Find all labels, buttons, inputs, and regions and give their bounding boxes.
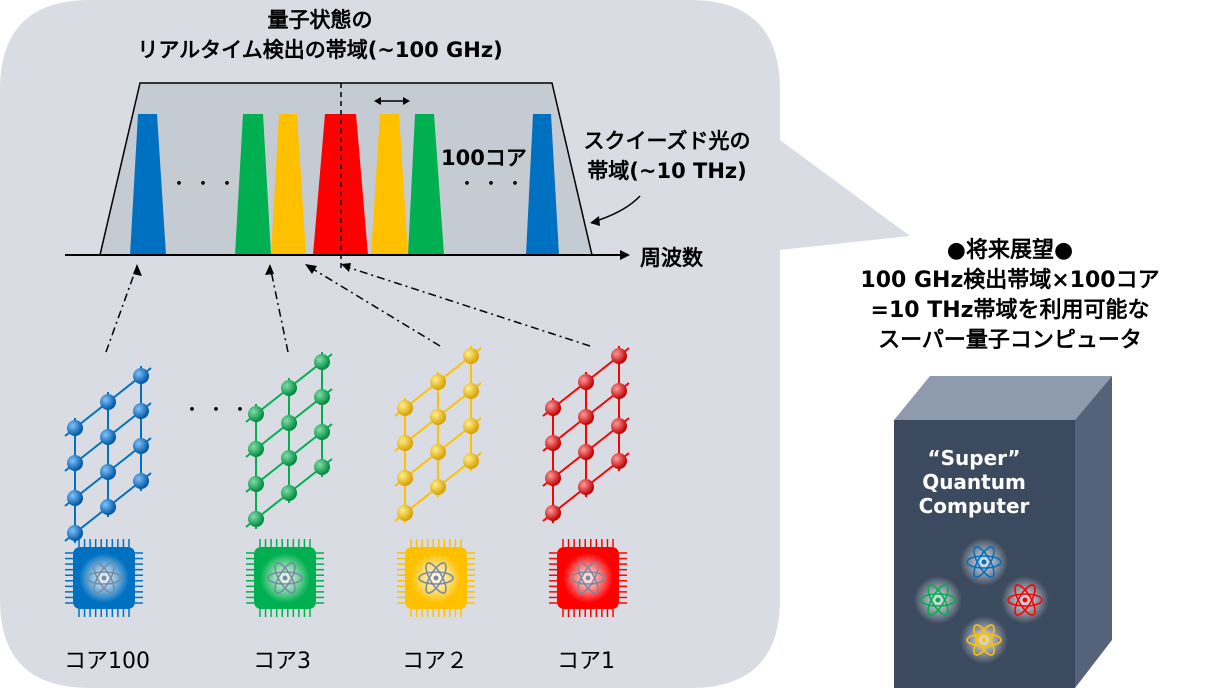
atom-icon [966,624,1002,656]
lattice-core3 [245,352,333,529]
connector-core1 [343,265,591,347]
chip-core100 [65,539,143,617]
future-outlook-text: ●将来展望● 100 GHz検出帯域×100コア =10 THz帯域を利用可能な… [820,236,1200,356]
lattice-core1 [542,346,630,523]
core-connectors [105,265,591,353]
atom-icon [570,562,606,594]
detection-band-label: 量子状態の リアルタイム検出の帯域(~100 GHz) [137,8,503,62]
atom-icon [418,562,454,594]
peak-yellow-2 [371,114,408,255]
future-outlook-title: ●将来展望● [946,238,1074,263]
box-side-face [1075,376,1112,688]
frequency-axis-label: 周波数 [640,246,703,270]
cores-count-label: 100コア [441,146,527,170]
ellipsis-left-band: ・・・ [170,174,242,195]
computer-box-label: “Super” Quantum Computer [918,446,1030,518]
connector-core100 [105,265,138,353]
core-label-2: コア２ [402,649,469,674]
peak-green-2 [408,114,444,255]
atom-icon [86,562,122,594]
lattice-core2 [394,346,482,523]
peak-green-1 [235,114,271,255]
peak-yellow-1 [271,114,306,255]
spectral-peaks [130,114,559,255]
ellipsis-right-band: ・・・ [458,174,530,195]
atom-icon [267,562,303,594]
core-chips [65,539,627,617]
chip-core3 [246,539,324,617]
core-label-100: コア100 [64,649,150,674]
peak-blue-right [526,114,559,255]
connector-core3 [269,265,289,353]
cluster-state-lattices [64,346,630,543]
connector-core2 [307,265,441,347]
lattice-core100 [64,366,152,543]
future-outlook-line2: =10 THz帯域を利用可能な [870,298,1150,323]
connector-arrowheads [133,263,351,276]
future-outlook-line1: 100 GHz検出帯域×100コア [860,268,1160,293]
atom-icon [1007,584,1043,616]
chip-core2 [397,539,475,617]
box-atom-icons [914,538,1049,664]
atom-icon [920,584,956,616]
super-quantum-computer-box [894,376,1112,688]
channel-spacing-arrow [374,97,410,105]
core-label-3: コア3 [253,649,311,674]
future-outlook-line3: スーパー量子コンピュータ [878,328,1142,353]
ellipsis-lattices: ・・・ [183,400,255,421]
atom-icon [966,546,1002,578]
squeezed-band-pointer-arrowhead [590,216,600,226]
chip-core1 [549,539,627,617]
peak-blue-left [130,114,166,255]
box-top-face [894,376,1112,420]
squeezed-band-label: スクイーズド光の 帯域(~10 THz) [583,129,751,183]
core-label-1: コア1 [557,649,615,674]
